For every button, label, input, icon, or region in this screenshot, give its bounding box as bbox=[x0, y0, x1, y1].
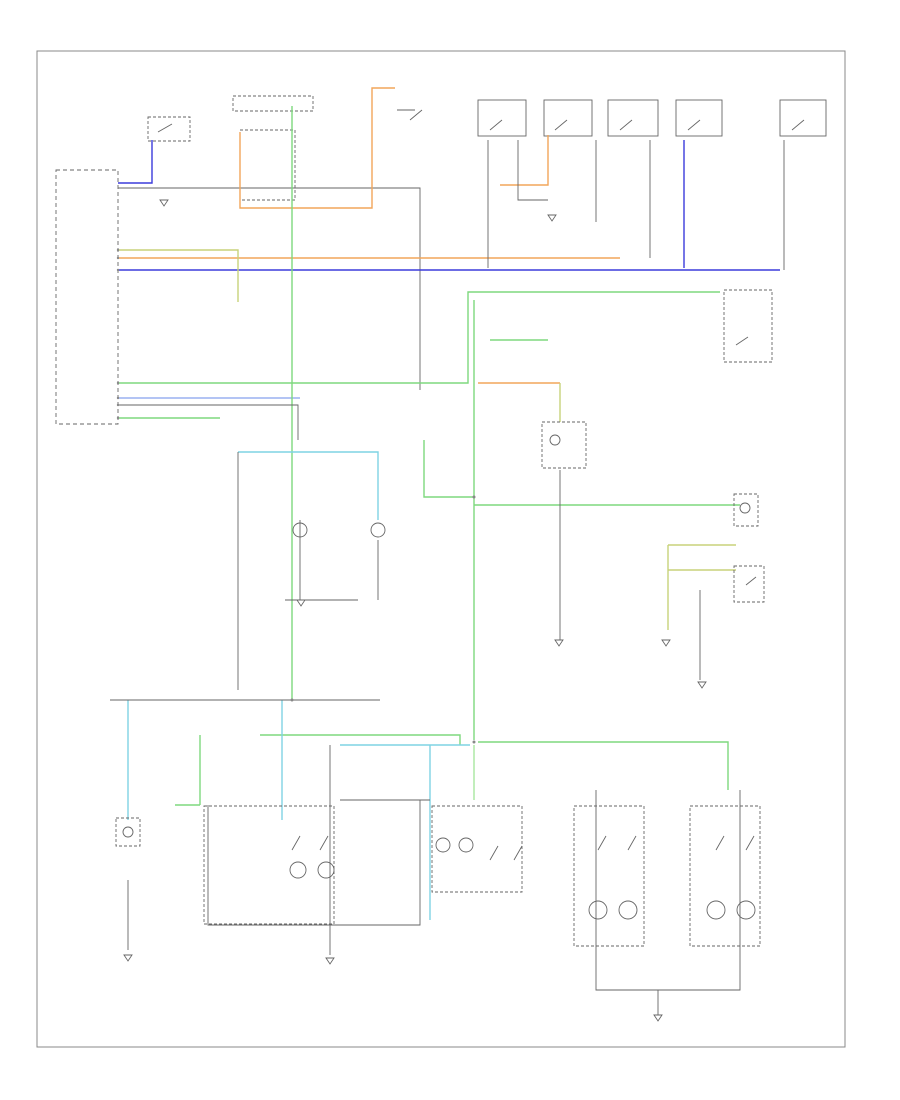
diagram-border bbox=[36, 50, 846, 1048]
bottom-modules bbox=[115, 289, 773, 947]
connector-icon bbox=[116, 248, 476, 744]
wires-yellow-green bbox=[118, 249, 736, 630]
ground-icon bbox=[123, 199, 707, 1022]
wires-light-blue bbox=[127, 451, 470, 920]
bulb-icon bbox=[122, 434, 756, 920]
wires-black bbox=[110, 140, 785, 1015]
switch-icon bbox=[291, 336, 757, 861]
wires-blue bbox=[118, 140, 780, 399]
top-switch-modules bbox=[147, 95, 827, 142]
wires-green bbox=[118, 106, 740, 806]
wires-orange bbox=[118, 87, 620, 384]
